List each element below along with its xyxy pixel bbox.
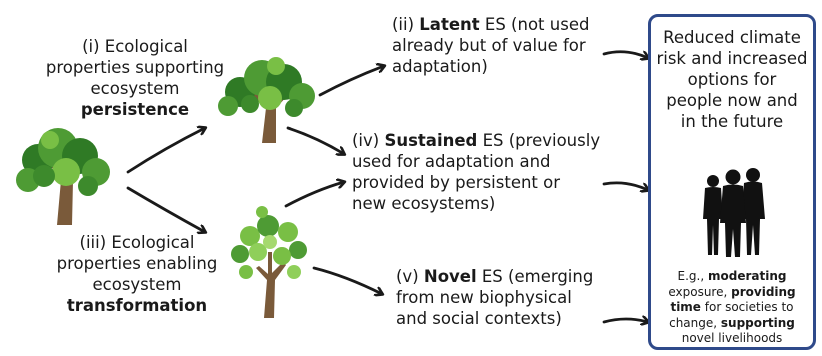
novel-line2: from new biophysical (396, 288, 572, 307)
eg-prefix: E.g., (677, 269, 708, 283)
novel-emph: Novel (423, 267, 477, 286)
label-latent-es: (ii) Latent ES (not used already but of … (392, 14, 612, 77)
arrow-transformed-to-sustained (284, 182, 344, 208)
eg-novel-livelihoods: novel livelihoods (681, 331, 783, 345)
arrow-persistent-to-sustained (286, 126, 344, 154)
arrow-latent-to-outcome (602, 50, 648, 58)
tree-left-icon (16, 128, 110, 225)
sustained-line3: provided by persistent or (352, 173, 561, 192)
outcome-box: Reduced climate risk and increased optio… (648, 14, 816, 350)
latent-prefix: (ii) (392, 15, 420, 34)
outcome-title-line: in the future (680, 112, 784, 131)
outcome-title: Reduced climate risk and increased optio… (651, 27, 813, 132)
sustained-line2: used for adaptation and (352, 152, 551, 171)
sustained-emph: Sustained (384, 131, 478, 150)
eg-for-societies: for societies to (700, 300, 794, 314)
eg-time: time (670, 300, 701, 314)
eg-moderating: moderating (707, 269, 787, 283)
sustained-prefix: (iv) (352, 131, 385, 150)
arrow-left-to-transformed (126, 186, 205, 232)
tree-transformed-icon (231, 206, 307, 318)
latent-line3: adaptation) (392, 57, 488, 76)
arrow-novel-to-outcome (602, 319, 648, 322)
eg-providing: providing (731, 284, 796, 299)
eg-exposure: exposure, (668, 284, 732, 299)
latent-line2: already but of value for (392, 36, 586, 55)
label-persistence-line3: ecosystem (90, 79, 180, 98)
novel-prefix: (v) (396, 267, 424, 286)
arrow-transformed-to-novel (312, 266, 382, 294)
arrow-left-to-persistent (126, 128, 205, 174)
eg-change: change, (669, 315, 721, 330)
label-transformation-line3: ecosystem (92, 275, 182, 294)
novel-line3: and social contexts) (396, 309, 562, 328)
label-transformation-line2: properties enabling (56, 254, 218, 273)
outcome-title-line: people now and (666, 91, 798, 110)
arrow-sustained-to-outcome (602, 181, 648, 190)
people-silhouette-icon (703, 168, 765, 257)
arrow-persistent-to-latent (318, 66, 384, 97)
tree-persistent-icon (218, 57, 315, 143)
label-persistence-properties: (i) Ecological properties supporting eco… (40, 36, 230, 120)
outcome-title-line: Reduced climate (663, 28, 801, 47)
novel-line1-rest: ES (emerging (476, 267, 594, 286)
latent-emph: Latent (419, 15, 480, 34)
outcome-examples: E.g., moderating exposure, providing tim… (653, 269, 811, 347)
label-transformation-line1: (iii) Ecological (79, 233, 195, 252)
outcome-title-line: options for (687, 70, 777, 89)
label-persistence-emph: persistence (80, 100, 190, 119)
eg-supporting: supporting (720, 315, 795, 330)
label-persistence-line1: (i) Ecological (82, 37, 188, 56)
sustained-line1-rest: ES (previously (477, 131, 601, 150)
sustained-line4: new ecosystems) (352, 194, 496, 213)
label-transformation-properties: (iii) Ecological properties enabling eco… (42, 232, 232, 316)
label-transformation-emph: transformation (66, 296, 208, 315)
label-novel-es: (v) Novel ES (emerging from new biophysi… (396, 266, 606, 329)
label-sustained-es: (iv) Sustained ES (previously used for a… (352, 130, 602, 214)
latent-line1-rest: ES (not used (479, 15, 590, 34)
label-persistence-line2: properties supporting (45, 58, 225, 77)
outcome-title-line: risk and increased (656, 49, 808, 68)
